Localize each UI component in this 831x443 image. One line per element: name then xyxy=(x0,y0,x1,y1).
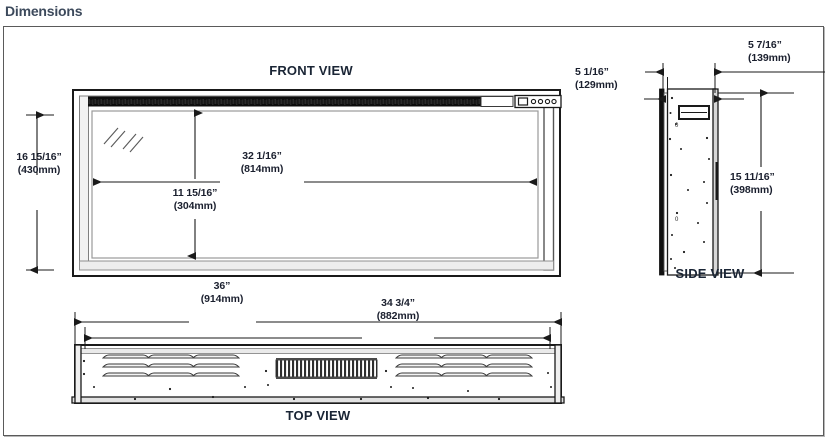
dim-label-front-glass-height: 11 15/16” (304mm) xyxy=(173,187,218,212)
page-title: Dimensions xyxy=(5,3,83,19)
front-view-title: FRONT VIEW xyxy=(269,63,353,78)
dim-label-side-depth-front: 5 1/16” (129mm) xyxy=(575,66,618,91)
side-view-drawing: 0 0 xyxy=(644,63,825,277)
front-glass-height-imperial: 11 15/16” xyxy=(172,187,218,199)
top-view-fasteners xyxy=(82,359,552,401)
side-height-metric: (398mm) xyxy=(730,183,773,196)
svg-text:0: 0 xyxy=(675,217,679,223)
control-panel-detail xyxy=(514,94,562,109)
top-inner-width-metric: (882mm) xyxy=(376,309,420,322)
front-height-metric: (430mm) xyxy=(17,163,61,176)
dim-label-front-height: 16 15/16” (430mm) xyxy=(9,151,69,176)
top-view-vents xyxy=(101,354,534,377)
top-outer-width-imperial: 36” xyxy=(213,280,231,292)
glass-reflection-marks xyxy=(103,127,144,153)
dim-side-height xyxy=(718,89,794,277)
front-height-imperial: 16 15/16” xyxy=(16,151,62,163)
dim-label-top-outer-width: 36” (914mm) xyxy=(201,280,244,305)
side-depth-front-metric: (129mm) xyxy=(575,78,618,91)
top-view-drawing xyxy=(71,312,565,404)
front-view-drawing xyxy=(26,89,562,277)
side-view-title: SIDE VIEW xyxy=(675,266,745,281)
side-depth-total-imperial: 5 7/16” xyxy=(748,39,782,51)
dim-label-side-depth-total: 5 7/16” (139mm) xyxy=(748,39,791,64)
dim-front-height xyxy=(26,111,54,274)
top-view-heater-grille xyxy=(275,358,378,379)
side-depth-front-imperial: 5 1/16” xyxy=(575,66,609,78)
dim-label-front-glass-width: 32 1/16” (814mm) xyxy=(241,150,284,175)
side-height-imperial: 15 11/16” xyxy=(730,171,775,183)
front-glass-height-metric: (304mm) xyxy=(173,199,217,212)
top-outer-width-metric: (914mm) xyxy=(200,292,244,305)
top-view-title: TOP VIEW xyxy=(285,408,351,423)
svg-text:0: 0 xyxy=(675,123,679,129)
top-inner-width-imperial: 34 3/4” xyxy=(381,297,415,309)
front-glass-width-imperial: 32 1/16” xyxy=(242,150,282,162)
side-view-fasteners: 0 0 xyxy=(668,96,710,269)
side-view-box-detail xyxy=(678,105,710,120)
dim-label-top-inner-width: 34 3/4” (882mm) xyxy=(377,297,420,322)
dimension-drawing: 0 0 xyxy=(26,63,825,404)
dim-label-side-height: 15 11/16” (398mm) xyxy=(730,171,775,196)
dimensions-panel: 0 0 xyxy=(3,26,825,436)
front-glass-width-metric: (814mm) xyxy=(240,162,284,175)
side-depth-total-metric: (139mm) xyxy=(748,51,791,64)
